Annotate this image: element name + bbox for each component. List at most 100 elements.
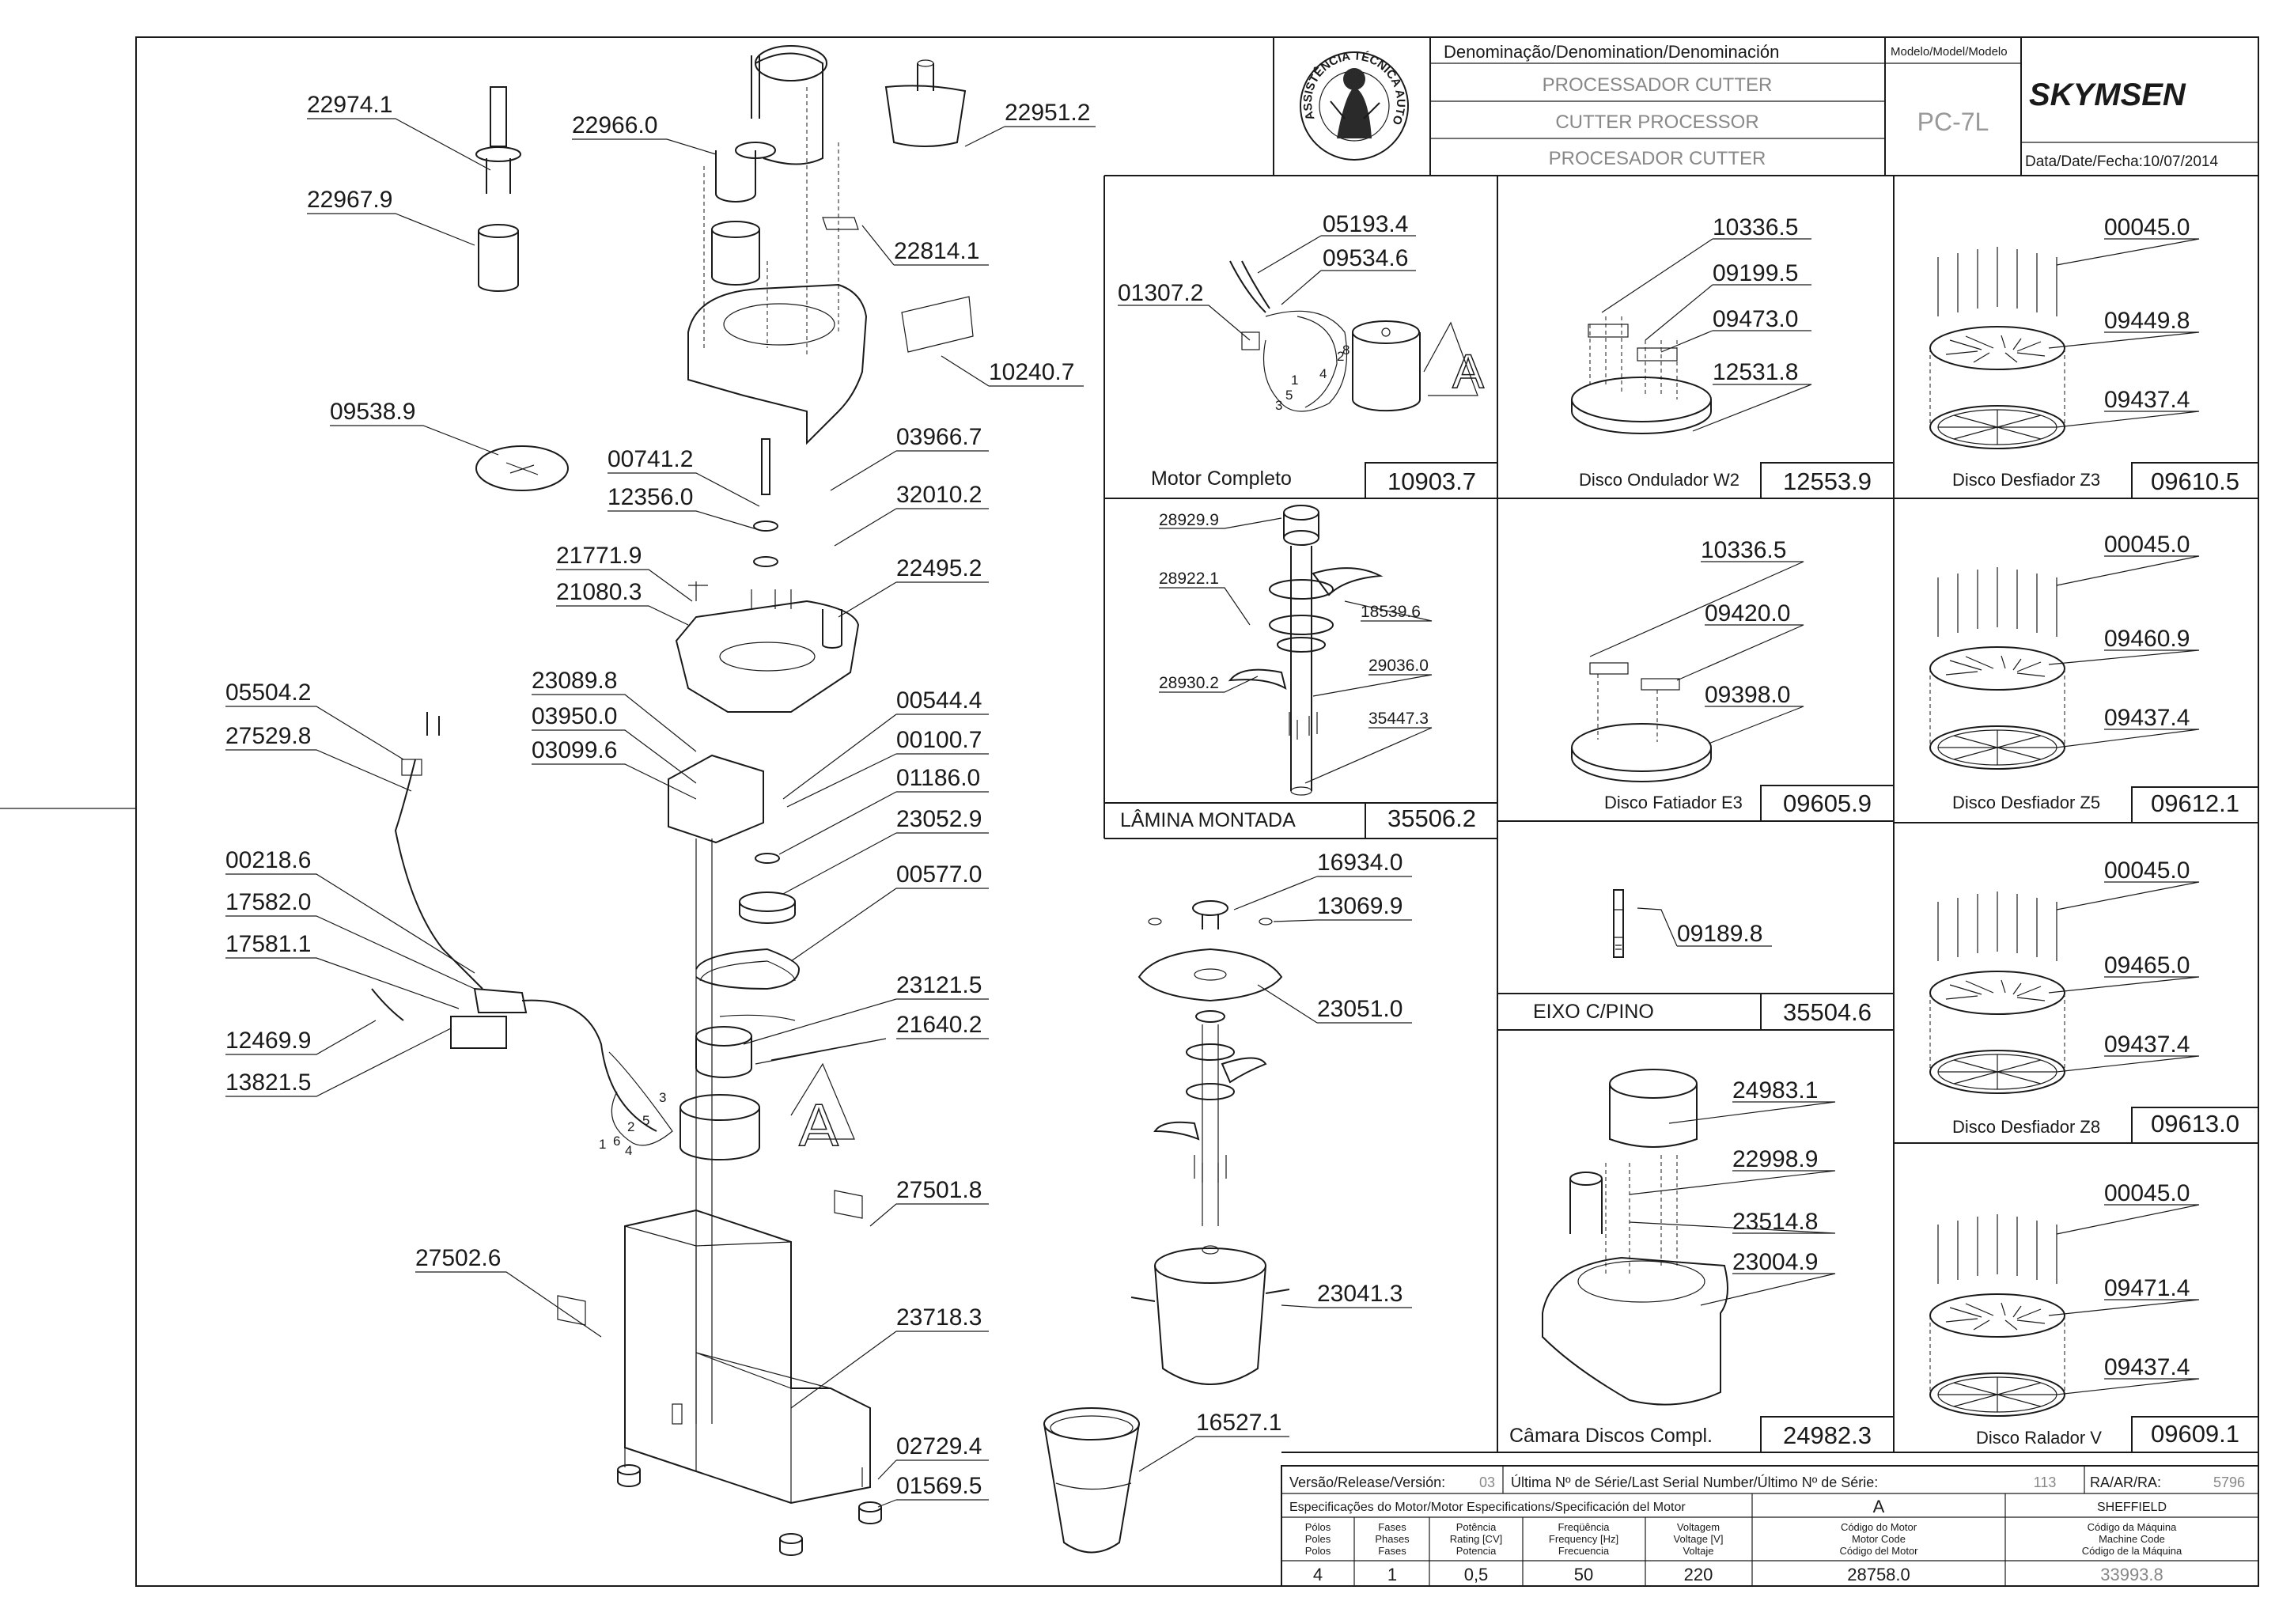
- wire-number: 5: [1285, 388, 1293, 403]
- part-label: 35447.3: [1368, 710, 1429, 728]
- part-label: 02729.4: [896, 1433, 982, 1459]
- svg-text:Código da Máquina: Código da Máquina: [2088, 1521, 2178, 1533]
- svg-text:Voltaje: Voltaje: [1683, 1545, 1713, 1557]
- svg-text:Fases: Fases: [1378, 1545, 1406, 1557]
- panel-desfiador-z5: Disco Desfiador Z5 09612.1 00045.0 09460…: [1929, 532, 2239, 817]
- part-label: 21080.3: [556, 579, 642, 605]
- part-label: 28929.9: [1159, 511, 1219, 529]
- part-label: 23041.3: [1317, 1281, 1403, 1307]
- part-label: 03099.6: [532, 737, 617, 763]
- part-label: 32010.2: [896, 482, 982, 508]
- part-label: 22998.9: [1732, 1146, 1818, 1172]
- panel-disco-ralador: Disco Ralador V 09609.1 00045.0 09471.4 …: [1929, 1180, 2239, 1448]
- spec-values: 4 1 0,5 50 220 28758.0 33993.8: [1313, 1565, 2163, 1584]
- part-label: 28922.1: [1159, 570, 1219, 588]
- denomination-label: Denominação/Denomination/Denominación: [1444, 42, 1779, 62]
- part-label: 05193.4: [1323, 211, 1408, 237]
- part-label: 09460.9: [2104, 626, 2190, 652]
- svg-text:Voltagem: Voltagem: [1677, 1521, 1720, 1533]
- authorized-service-seal: ASSISTÊNCIA TÉCNICA AUTORIZADA: [0, 0, 1409, 161]
- part-label: 23052.9: [896, 806, 982, 832]
- part-label: 23089.8: [532, 668, 617, 694]
- motor-letter: A: [1452, 345, 1484, 398]
- part-label: 10336.5: [1713, 214, 1798, 240]
- part-label: 00045.0: [2104, 1180, 2190, 1206]
- part-label: 23051.0: [1317, 996, 1403, 1022]
- part-label: 00741.2: [608, 446, 693, 472]
- panel-code: 09605.9: [1783, 789, 1872, 817]
- part-label: 21771.9: [556, 543, 642, 569]
- part-label: 27502.6: [415, 1245, 501, 1271]
- svg-text:Voltage [V]: Voltage [V]: [1674, 1533, 1724, 1545]
- part-label: 09437.4: [2104, 1032, 2190, 1058]
- part-label: 27501.8: [896, 1177, 982, 1203]
- panel-title: Disco Ondulador W2: [1579, 470, 1739, 490]
- panel-title: Disco Fatiador E3: [1604, 793, 1743, 812]
- part-label: 01307.2: [1118, 280, 1203, 306]
- svg-text:4: 4: [625, 1143, 632, 1158]
- panel-code: 12553.9: [1783, 468, 1872, 495]
- svg-text:2: 2: [627, 1119, 634, 1134]
- motor-code-value: 28758.0: [1847, 1565, 1910, 1584]
- svg-text:Fases: Fases: [1378, 1521, 1406, 1533]
- phases-value: 1: [1387, 1565, 1397, 1584]
- part-label: 03966.7: [896, 424, 982, 450]
- ra-label: RA/AR/RA:: [2090, 1474, 2161, 1490]
- part-label: 22974.1: [307, 92, 392, 118]
- part-label: 09534.6: [1323, 245, 1408, 271]
- date-line: Data/Date/Fecha:10/07/2014: [2025, 153, 2218, 170]
- panel-disco-fatiador: Disco Fatiador E3 09605.9 10336.5 09420.…: [1571, 537, 1872, 817]
- svg-text:Poles: Poles: [1305, 1533, 1331, 1545]
- part-label: 00544.4: [896, 687, 982, 714]
- model-code: PC-7L: [1917, 108, 1989, 136]
- main-exploded-view: 22974.1 22967.9 22966.0 22951.2 22814.1 …: [225, 45, 1412, 1556]
- wire-number: 2: [1337, 349, 1344, 364]
- svg-text:Pólos: Pólos: [1305, 1521, 1331, 1533]
- part-label: 09189.8: [1677, 921, 1762, 947]
- part-label: 01186.0: [896, 765, 980, 791]
- serial-value: 113: [2034, 1474, 2057, 1490]
- part-label: 17581.1: [225, 931, 311, 957]
- location-cell: SHEFFIELD: [2097, 1501, 2167, 1514]
- panel-grid: [1103, 176, 2259, 1453]
- svg-text:Código de la Máquina: Código de la Máquina: [2082, 1545, 2182, 1557]
- panel-title: LÂMINA MONTADA: [1120, 808, 1296, 831]
- svg-text:1: 1: [599, 1137, 606, 1152]
- panel-code: 09609.1: [2151, 1420, 2239, 1448]
- svg-text:Freqüência: Freqüência: [1558, 1521, 1610, 1533]
- svg-text:Frequency [Hz]: Frequency [Hz]: [1549, 1533, 1618, 1545]
- date-value: 10/07/2014: [2143, 153, 2219, 170]
- part-label: 12356.0: [608, 484, 693, 510]
- part-label: 00045.0: [2104, 857, 2190, 884]
- panel-code: 09612.1: [2151, 789, 2239, 817]
- wire-numbers: 1 2 3 4 5 6: [599, 1090, 666, 1158]
- panel-code: 35506.2: [1387, 804, 1476, 832]
- part-label: 22966.0: [572, 112, 657, 138]
- specification-block: Versão/Release/Versión: 03 Última Nº de …: [1281, 1465, 2259, 1587]
- svg-text:Código del Motor: Código del Motor: [1840, 1545, 1919, 1557]
- model-label: Modelo/Model/Modelo: [1891, 45, 2008, 59]
- part-label: 10336.5: [1701, 537, 1786, 563]
- part-label: 09420.0: [1705, 600, 1790, 627]
- svg-text:3: 3: [659, 1090, 666, 1105]
- svg-text:6: 6: [613, 1134, 620, 1149]
- part-label: 29036.0: [1368, 657, 1429, 675]
- machine-code-value: 33993.8: [2100, 1565, 2163, 1584]
- part-label: 10240.7: [989, 359, 1074, 385]
- ra-value: 5796: [2213, 1474, 2245, 1490]
- wire-number: 4: [1319, 366, 1327, 381]
- motor-spec-label: Especificações do Motor/Motor Especifica…: [1289, 1501, 1686, 1514]
- version-label: Versão/Release/Versión:: [1289, 1474, 1445, 1490]
- part-label: 22967.9: [307, 187, 392, 213]
- panel-disco-ondulador: Disco Ondulador W2 12553.9 10336.5 09199…: [1571, 214, 1872, 495]
- motor-letter: A: [799, 1092, 838, 1158]
- panel-title: EIXO C/PINO: [1533, 1001, 1654, 1023]
- svg-text:ASSISTÊNCIA TÉCNICA AUTORIZADA: ASSISTÊNCIA TÉCNICA AUTORIZADA: [0, 0, 1407, 127]
- panel-eixo-pino: EIXO C/PINO 35504.6 09189.8: [1533, 889, 1872, 1026]
- motor-letter-cell: A: [1873, 1497, 1885, 1516]
- wire-number: 8: [1342, 343, 1350, 358]
- part-label: 22951.2: [1005, 100, 1090, 126]
- part-label: 23121.5: [896, 972, 982, 998]
- rating-value: 0,5: [1464, 1565, 1489, 1584]
- part-label: 05504.2: [225, 680, 311, 706]
